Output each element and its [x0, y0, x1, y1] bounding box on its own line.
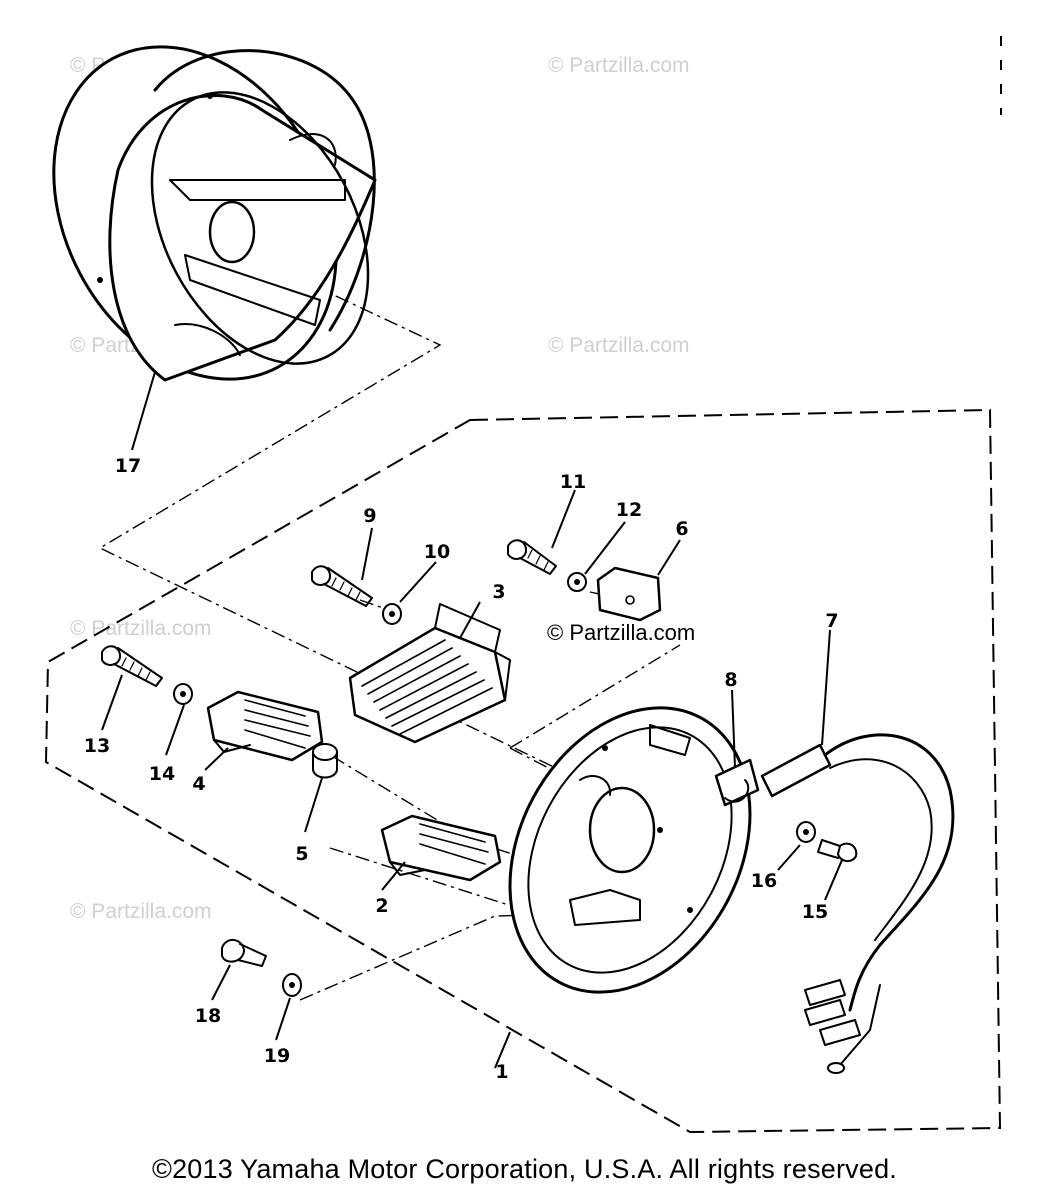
- callout-numbers: 17 1 2 3 4 5 6 7 8 9 10 11 12 13 14 15 1…: [84, 455, 839, 1083]
- flywheel-rotor: [52, 45, 377, 382]
- watermark: © Partzilla.com: [548, 54, 690, 77]
- callout-17: 17: [115, 455, 141, 477]
- coil-3: [348, 603, 511, 744]
- callout-8: 8: [724, 669, 737, 691]
- callout-10: 10: [424, 541, 450, 563]
- screw-15: [817, 839, 858, 862]
- callout-18: 18: [195, 1005, 221, 1027]
- callout-1: 1: [495, 1061, 508, 1083]
- callout-6: 6: [675, 518, 688, 540]
- washers: [173, 572, 816, 997]
- callout-5: 5: [295, 843, 308, 865]
- inline-watermark: © Partzilla.com: [547, 620, 695, 645]
- watermark: © Partzilla.com: [70, 617, 212, 640]
- screw-13: [101, 645, 163, 687]
- callout-19: 19: [264, 1045, 290, 1067]
- screw-11: [507, 539, 557, 575]
- spacer-5: [312, 743, 338, 779]
- callout-leaders: [101, 371, 843, 1069]
- callout-14: 14: [149, 763, 175, 785]
- watermark: © Partzilla.com: [548, 334, 690, 357]
- callout-16: 16: [751, 870, 777, 892]
- callout-3: 3: [492, 581, 505, 603]
- coil-2: [380, 814, 502, 882]
- callout-15: 15: [802, 901, 828, 923]
- callout-13: 13: [84, 735, 110, 757]
- copyright-notice: ©2013 Yamaha Motor Corporation, U.S.A. A…: [151, 1154, 898, 1184]
- callout-4: 4: [192, 773, 205, 795]
- callout-11: 11: [560, 471, 586, 493]
- callout-2: 2: [375, 895, 388, 917]
- callout-9: 9: [363, 505, 376, 527]
- lead-wire-assembly: [714, 733, 955, 1074]
- callout-12: 12: [616, 499, 642, 521]
- screw-9: [311, 565, 373, 607]
- stator-base-plate: [508, 706, 752, 994]
- assembly-boundary: [44, 408, 1002, 1134]
- callout-7: 7: [825, 610, 838, 632]
- screw-18: [221, 939, 267, 967]
- pickup-coil-6: [596, 566, 662, 622]
- watermark: © Partzilla.com: [70, 900, 212, 923]
